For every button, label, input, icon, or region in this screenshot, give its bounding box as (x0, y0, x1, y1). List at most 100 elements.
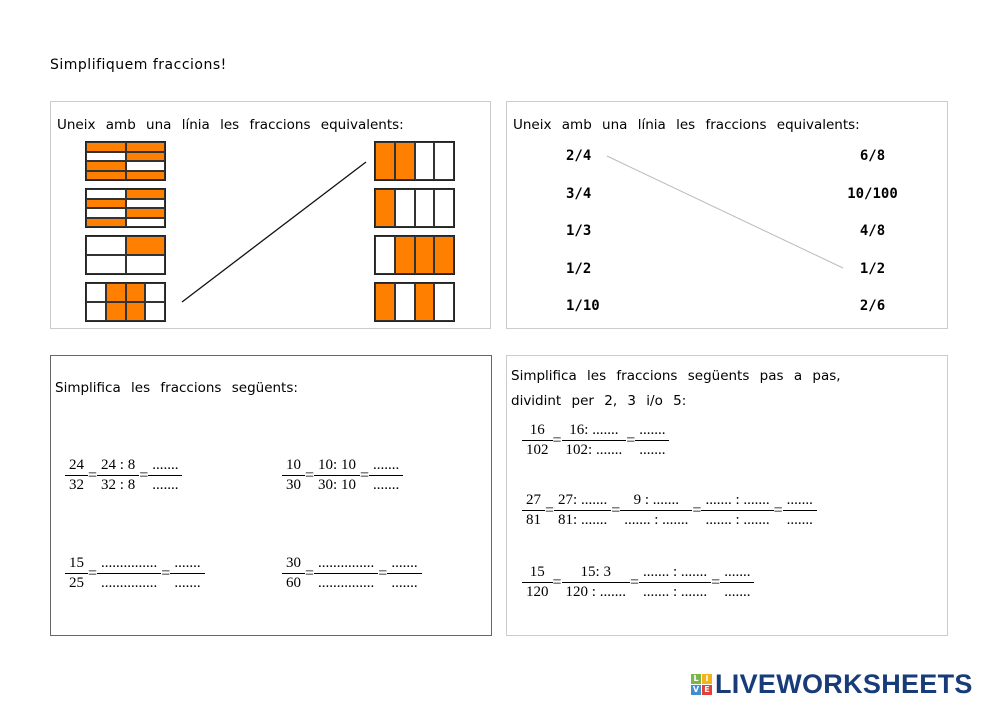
denominator[interactable]: 120 (526, 584, 549, 600)
denominator[interactable]: ............... (101, 575, 158, 591)
equals-sign: = (773, 501, 783, 519)
denominator[interactable]: ....... : ....... (624, 512, 689, 528)
numerator[interactable]: 15: 3 (561, 563, 630, 583)
denominator[interactable]: 81: ....... (558, 512, 608, 528)
fraction-diagram[interactable] (85, 141, 166, 181)
fraction[interactable]: .............. (148, 456, 183, 495)
unshaded-part (86, 208, 126, 218)
fraction-diagram[interactable] (85, 235, 166, 275)
fraction-item[interactable]: 4/8 (859, 223, 886, 239)
denominator[interactable]: ....... (724, 584, 751, 600)
denominator[interactable]: ....... (786, 512, 813, 528)
fraction-diagram[interactable] (374, 235, 455, 275)
fraction[interactable]: 27: .......81: ....... (554, 491, 612, 530)
denominator[interactable]: 30 (286, 477, 301, 493)
panel-simplify: Simplifica les fraccions següents: (50, 355, 492, 636)
denominator[interactable]: ....... (391, 575, 418, 591)
denominator[interactable]: ....... : ....... (642, 584, 708, 600)
numerator[interactable]: ....... (720, 563, 755, 583)
fraction-item[interactable]: 10/100 (847, 185, 898, 202)
numerator[interactable]: 27: ....... (554, 491, 612, 511)
denominator[interactable]: ....... (639, 442, 666, 458)
denominator[interactable]: 32 (69, 477, 84, 493)
numerator[interactable]: ............... (97, 554, 162, 574)
fraction[interactable]: .............. (720, 563, 755, 602)
denominator[interactable]: 30: 10 (318, 477, 356, 493)
fraction-diagram[interactable] (374, 141, 455, 181)
fraction[interactable]: .............. (782, 491, 817, 530)
fraction-item[interactable]: 3/4 (566, 185, 592, 202)
denominator[interactable]: 102: ....... (565, 442, 623, 458)
fraction[interactable]: .............. (170, 554, 205, 593)
numerator[interactable]: ....... (148, 456, 183, 476)
unshaded-part (145, 302, 165, 321)
fraction[interactable]: .............. (368, 456, 404, 495)
numerator[interactable]: 15 (522, 563, 553, 583)
match-line[interactable] (181, 161, 367, 303)
numerator[interactable]: 15 (65, 554, 88, 574)
denominator[interactable]: 60 (286, 575, 301, 591)
numerator[interactable]: ....... (387, 554, 422, 574)
numerator[interactable]: ............... (314, 554, 379, 574)
equals-sign: = (161, 564, 171, 582)
denominator[interactable]: ....... (152, 477, 179, 493)
denominator[interactable]: 120 : ....... (565, 584, 626, 600)
denominator[interactable]: ............... (318, 575, 375, 591)
match-line[interactable] (606, 155, 844, 269)
denominator[interactable]: ....... : ....... (705, 512, 770, 528)
denominator[interactable]: ....... (174, 575, 201, 591)
numerator[interactable]: ....... (782, 491, 817, 511)
fraction-diagram[interactable] (85, 282, 166, 322)
fraction[interactable]: .............................. (314, 554, 379, 593)
fraction[interactable]: .............................. (97, 554, 162, 593)
numerator[interactable]: 16 (522, 421, 553, 441)
numerator[interactable]: 16: ....... (561, 421, 627, 441)
equals-sign: = (711, 573, 721, 591)
numerator[interactable]: ....... (635, 421, 670, 441)
denominator[interactable]: 81 (526, 512, 541, 528)
fraction-diagram[interactable] (374, 188, 455, 228)
fraction-diagram[interactable] (374, 282, 455, 322)
numerator[interactable]: ....... (368, 456, 404, 476)
fraction-item[interactable]: 1/10 (566, 298, 600, 314)
denominator[interactable]: 25 (69, 575, 84, 591)
fraction-item[interactable]: 2/4 (566, 148, 592, 164)
numerator[interactable]: ....... : ....... (701, 491, 774, 511)
fraction-item[interactable]: 1/2 (859, 260, 886, 277)
numerator[interactable]: 9 : ....... (620, 491, 693, 511)
numerator[interactable]: 10 (282, 456, 305, 476)
numerator[interactable]: 27 (522, 491, 545, 511)
fraction[interactable]: .............. (635, 421, 670, 460)
fraction[interactable]: ....... : .............. : ....... (638, 563, 712, 602)
numerator[interactable]: 24 (65, 456, 88, 476)
fraction-item[interactable]: 1/3 (566, 223, 592, 239)
numerator[interactable]: ....... : ....... (638, 563, 712, 583)
fraction-diagram[interactable] (85, 188, 166, 228)
fraction[interactable]: .............. (387, 554, 422, 593)
denominator[interactable]: 32 : 8 (101, 477, 136, 493)
numerator[interactable]: 24 : 8 (97, 456, 140, 476)
fraction-item[interactable]: 6/8 (859, 148, 886, 164)
denominator[interactable]: ....... (372, 477, 400, 493)
numerator[interactable]: ....... (170, 554, 205, 574)
fraction[interactable]: ....... : .............. : ....... (701, 491, 774, 530)
numerator[interactable]: 30 (282, 554, 305, 574)
fraction[interactable]: 16: .......102: ....... (561, 421, 627, 460)
numerator[interactable]: 10: 10 (314, 456, 360, 476)
denominator[interactable]: 102 (526, 442, 549, 458)
fraction-item[interactable]: 2/6 (859, 298, 886, 314)
shaded-part (125, 208, 165, 218)
fraction[interactable]: 9 : .............. : ....... (620, 491, 693, 530)
fraction-item[interactable]: 1/2 (566, 260, 592, 277)
